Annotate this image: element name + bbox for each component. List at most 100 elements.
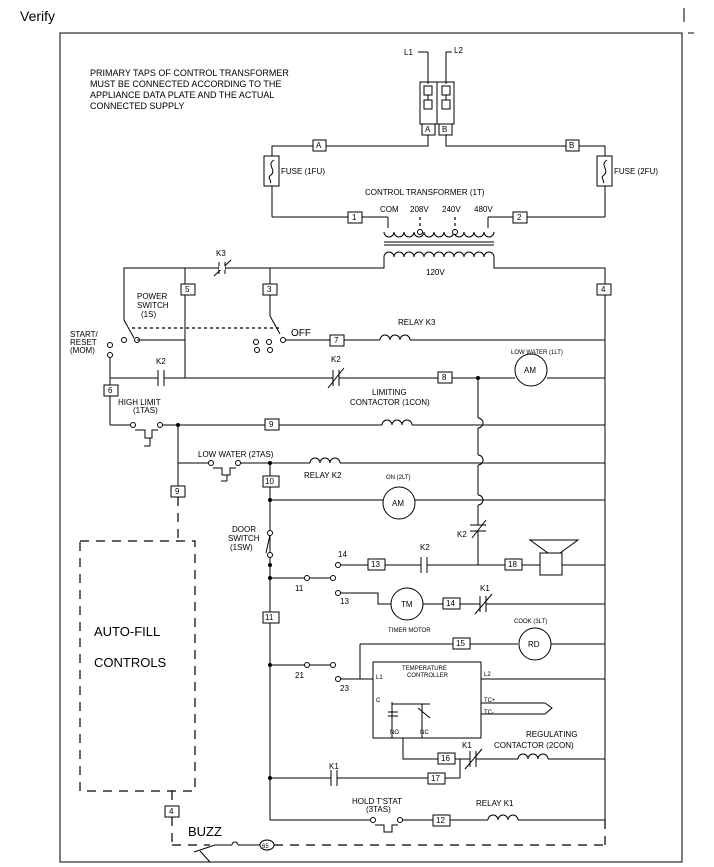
diagram-frame: [59, 32, 683, 863]
control-transformer: CONTROL TRANSFORMER (1T) COM 208V 240V 4…: [272, 188, 605, 277]
svg-text:(1S): (1S): [141, 310, 156, 319]
svg-text:13: 13: [340, 597, 349, 606]
svg-text:AUTO-FILL: AUTO-FILL: [94, 624, 160, 639]
svg-text:NO: NO: [390, 730, 399, 736]
svg-text:TEMPERATURE: TEMPERATURE: [402, 666, 447, 672]
svg-text:POWER: POWER: [137, 292, 167, 301]
svg-text:K1: K1: [480, 584, 490, 593]
svg-text:K2: K2: [331, 355, 341, 364]
svg-text:SWITCH: SWITCH: [137, 301, 169, 310]
svg-text:CONTACTOR (2CON): CONTACTOR (2CON): [494, 741, 574, 750]
svg-text:120V: 120V: [426, 268, 445, 277]
svg-text:START/: START/: [70, 330, 98, 339]
primary-taps-note: PRIMARY TAPS OF CONTROL TRANSFORMER MUST…: [90, 68, 289, 111]
svg-text:AM: AM: [392, 499, 404, 508]
svg-text:A: A: [316, 141, 322, 150]
fuse-2fu: FUSE (2FU): [596, 155, 658, 187]
svg-text:16: 16: [441, 754, 450, 763]
svg-text:2: 2: [517, 213, 522, 222]
svg-text:BUZZ: BUZZ: [188, 824, 222, 839]
temperature-controller: TEMPERATURE CONTROLLER L1 L2 C NO NC TC+…: [372, 661, 553, 739]
svg-text:TIMER MOTOR: TIMER MOTOR: [388, 628, 431, 634]
svg-text:15: 15: [456, 639, 465, 648]
svg-text:7: 7: [334, 336, 339, 345]
cook-light: COOK (3LT) RD: [514, 619, 552, 661]
svg-text:14: 14: [446, 599, 455, 608]
k3-contact: K3: [213, 249, 232, 277]
svg-text:FUSE (1FU): FUSE (1FU): [281, 167, 325, 176]
relay-k3-coil: RELAY K3: [379, 318, 436, 341]
k1-contact-hold: K1: [329, 762, 339, 786]
svg-text:CONTACTOR (1CON): CONTACTOR (1CON): [350, 398, 430, 407]
svg-text:HOLD T'STAT: HOLD T'STAT: [352, 797, 402, 806]
svg-text:480V: 480V: [474, 205, 493, 214]
k2-contact-latch: K2: [140, 357, 185, 386]
svg-text:1: 1: [352, 213, 357, 222]
fuse-1fu: FUSE (1FU): [263, 155, 325, 187]
svg-text:RELAY K2: RELAY K2: [304, 471, 342, 480]
svg-text:A: A: [425, 125, 431, 134]
svg-text:18: 18: [508, 560, 517, 569]
svg-text:14: 14: [338, 550, 347, 559]
buzzer-horn: [528, 539, 580, 576]
svg-text:AM: AM: [524, 366, 536, 375]
svg-text:B: B: [442, 125, 447, 134]
svg-text:3: 3: [267, 285, 272, 294]
buzz-connector: BUZZ 65: [172, 820, 606, 863]
k2-contact-buzzer: K2: [457, 519, 487, 539]
svg-text:CONTROLS: CONTROLS: [94, 655, 167, 670]
svg-text:RELAY K3: RELAY K3: [398, 318, 436, 327]
svg-text:SWITCH: SWITCH: [228, 534, 260, 543]
svg-text:L2: L2: [484, 672, 491, 678]
k2-contact-no: K2: [420, 543, 430, 573]
svg-text:(MOM): (MOM): [70, 346, 95, 355]
svg-text:(1TAS): (1TAS): [133, 406, 158, 415]
power-switch: 5 3 POWER SWITCH (1S) OFF: [121, 268, 311, 378]
svg-text:5: 5: [185, 285, 190, 294]
svg-text:LOW WATER (1LT): LOW WATER (1LT): [511, 350, 563, 356]
svg-text:HIGH LIMIT: HIGH LIMIT: [118, 398, 161, 407]
svg-text:6: 6: [108, 386, 113, 395]
svg-text:COM: COM: [380, 205, 399, 214]
relay-k2-coil: RELAY K2: [304, 457, 342, 480]
svg-text:C: C: [376, 698, 381, 704]
svg-text:9: 9: [269, 420, 274, 429]
low-water-switch: LOW WATER (2TAS): [178, 450, 274, 482]
svg-text:TC+: TC+: [484, 698, 496, 704]
svg-text:MUST BE CONNECTED ACCORDING TO: MUST BE CONNECTED ACCORDING TO THE: [90, 79, 281, 89]
svg-text:17: 17: [431, 774, 440, 783]
high-limit-tstat: HIGH LIMIT (1TAS): [110, 398, 163, 447]
svg-text:LIMITING: LIMITING: [372, 388, 407, 397]
svg-text:K2: K2: [420, 543, 430, 552]
svg-text:4: 4: [169, 807, 174, 816]
svg-text:K1: K1: [329, 762, 339, 771]
svg-text:COOK (3LT): COOK (3LT): [514, 619, 547, 625]
supply-terminals: L1 L2 A B: [404, 46, 463, 136]
svg-text:CONTROLLER: CONTROLLER: [407, 673, 449, 679]
svg-text:K2: K2: [457, 530, 467, 539]
svg-text:RESET: RESET: [70, 338, 97, 347]
timer-motor: TM TIMER MOTOR: [388, 587, 431, 634]
svg-text:TM: TM: [401, 600, 413, 609]
svg-text:23: 23: [340, 684, 349, 693]
svg-text:21: 21: [295, 671, 304, 680]
svg-text:4: 4: [601, 285, 606, 294]
k1-contact-regulating: K1: [462, 741, 483, 770]
auto-fill-controls: AUTO-FILL CONTROLS: [79, 540, 196, 792]
svg-text:REGULATING: REGULATING: [526, 730, 577, 739]
svg-text:L1: L1: [404, 48, 413, 57]
svg-text:208V: 208V: [410, 205, 429, 214]
svg-text:K3: K3: [216, 249, 226, 258]
hold-tstat: HOLD T'STAT (3TAS): [352, 797, 403, 833]
k1-contact-timer: K1: [474, 584, 493, 615]
relay-k1-coil: RELAY K1: [476, 799, 519, 821]
svg-text:(1SW): (1SW): [230, 543, 253, 552]
svg-text:RELAY K1: RELAY K1: [476, 799, 514, 808]
low-water-light: LOW WATER (1LT) AM: [511, 350, 563, 387]
svg-text:L1: L1: [376, 675, 383, 681]
verify-label: Verify: [20, 8, 56, 24]
limiting-contactor-coil: LIMITING CONTACTOR (1CON): [350, 388, 430, 426]
svg-text:K2: K2: [156, 357, 166, 366]
svg-text:12: 12: [436, 816, 445, 825]
